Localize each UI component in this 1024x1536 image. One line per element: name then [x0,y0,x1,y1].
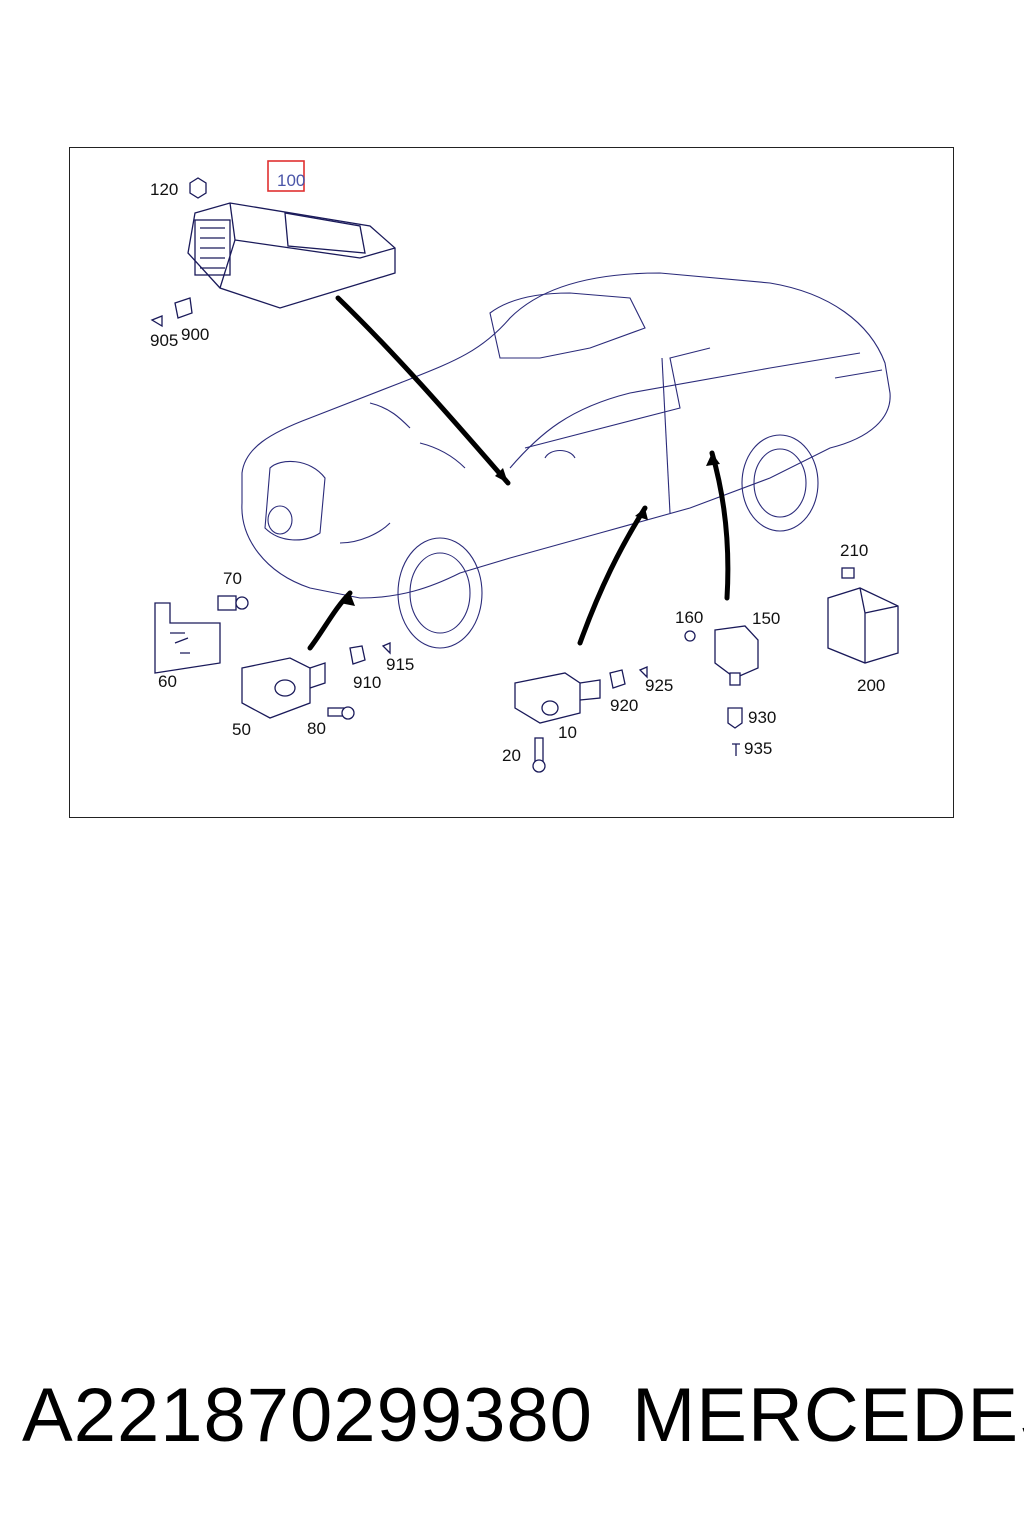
label-150: 150 [752,609,780,628]
bolt-70 [217,595,249,611]
label-10: 10 [558,723,577,742]
label-20: 20 [502,746,521,765]
bolt-20 [532,737,546,773]
screw-925 [638,666,648,679]
car-illustration [241,272,891,649]
sensor-50 [241,657,326,719]
bracket-60 [154,602,221,674]
screw-935 [732,743,740,756]
diagram-frame: 120 100 905 900 70 60 50 80 910 915 160 … [69,147,954,818]
label-910: 910 [353,673,381,692]
label-925: 925 [645,676,673,695]
label-80: 80 [307,719,326,738]
control-unit-100 [187,202,396,309]
highlight-box [267,160,305,192]
label-50: 50 [232,720,251,739]
part-number: A221870299380 [22,1373,593,1458]
screw-210 [841,567,855,579]
label-60: 60 [158,672,177,691]
clip-920 [609,669,626,689]
label-900: 900 [181,325,209,344]
sensor-10 [514,672,601,724]
module-200 [827,587,899,664]
label-905: 905 [150,331,178,350]
sensor-150 [714,625,759,686]
callout-labels: 120 100 905 900 70 60 50 80 910 915 160 … [150,171,885,765]
bolt-80 [327,706,355,720]
label-210: 210 [840,541,868,560]
screw-160 [684,630,696,642]
screw-905 [150,315,163,328]
brand-name: MERCEDES [632,1373,1024,1458]
parts-diagram: 120 100 905 900 70 60 50 80 910 915 160 … [150,160,899,773]
label-160: 160 [675,608,703,627]
label-100: 100 [277,171,305,190]
screw-915 [381,642,391,655]
clip-910 [349,645,366,665]
connector-930 [727,707,743,729]
label-930: 930 [748,708,776,727]
footer: A221870299380 MERCEDES [0,1372,1024,1472]
label-920: 920 [610,696,638,715]
pointer-arrows [307,295,731,651]
label-915: 915 [386,655,414,674]
label-70: 70 [223,569,242,588]
label-200: 200 [857,676,885,695]
nut-120 [189,177,207,199]
label-120: 120 [150,180,178,199]
clip-900 [174,297,193,319]
label-935: 935 [744,739,772,758]
